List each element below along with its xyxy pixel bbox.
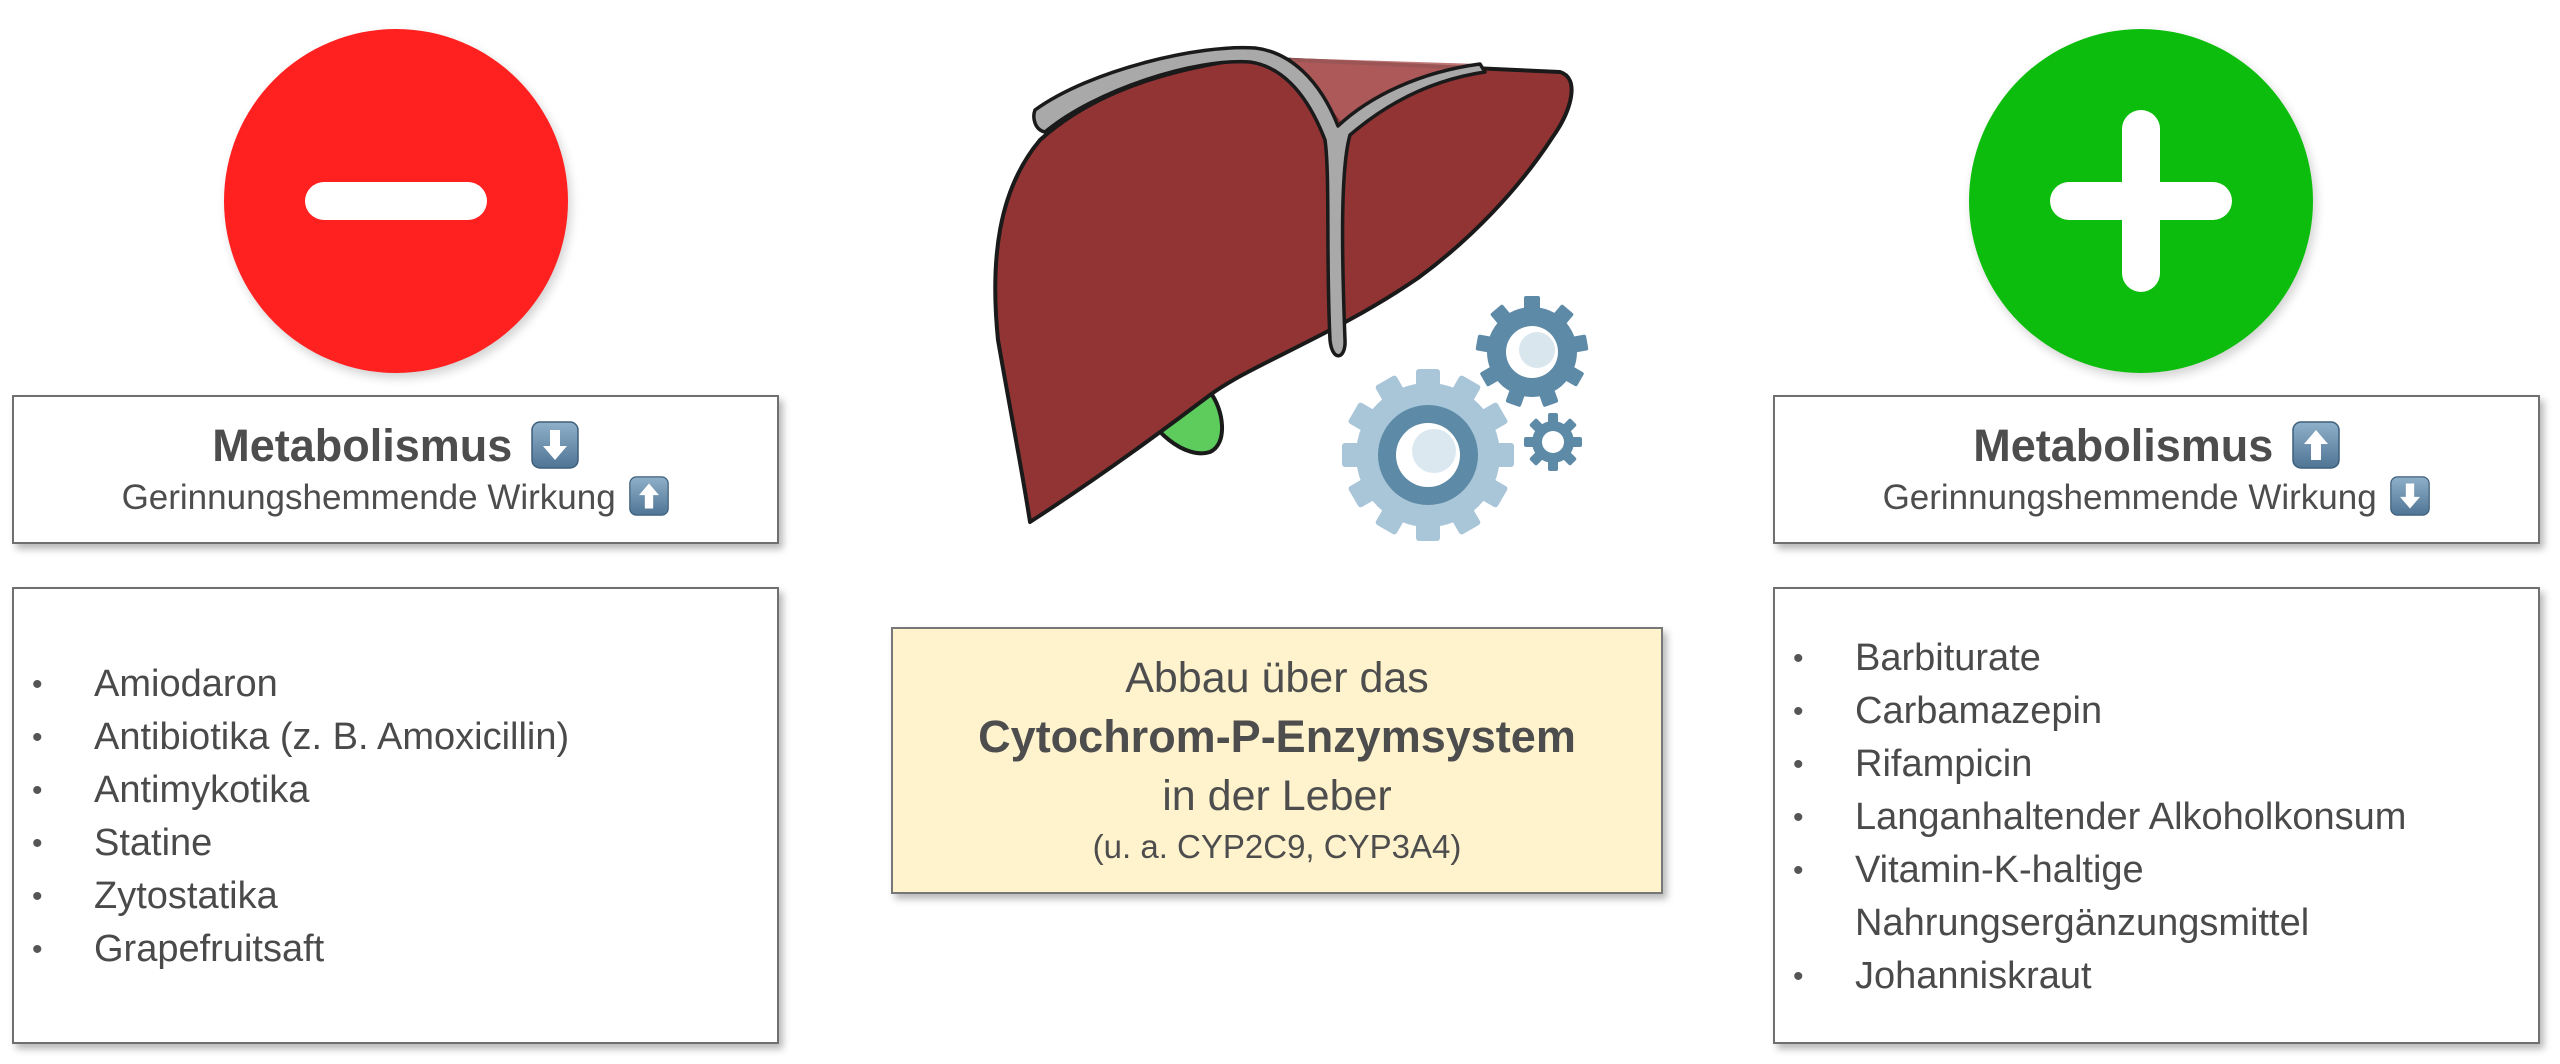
- list-item: Langanhaltender Alkoholkonsum: [1775, 791, 2406, 844]
- left-metabolism-subtitle-text: Gerinnungshemmende Wirkung: [121, 478, 616, 517]
- liver-illustration: [993, 45, 1574, 524]
- arrow-down-icon: [531, 421, 579, 469]
- list-item: Rifampicin: [1775, 738, 2406, 791]
- list-item: Carbamazepin: [1775, 685, 2406, 738]
- left-metabolism-title: Metabolismus: [14, 417, 777, 475]
- left-drug-list: Amiodaron Antibiotika (z. B. Amoxicillin…: [14, 658, 569, 976]
- gears-icon: [1342, 296, 1589, 541]
- right-metabolism-box: Metabolismus Gerinnungshemmende Wirkung: [1773, 395, 2540, 544]
- center-line-1: Abbau über das: [1125, 654, 1429, 702]
- right-metabolism-subtitle-text: Gerinnungshemmende Wirkung: [1882, 478, 2377, 517]
- list-item: Amiodaron: [14, 658, 569, 711]
- list-item: Grapefruitsaft: [14, 923, 569, 976]
- right-drug-list: Barbiturate Carbamazepin Rifampicin Lang…: [1775, 632, 2406, 1003]
- plus-sign-icon: [1969, 29, 2313, 373]
- right-metabolism-subtitle: Gerinnungshemmende Wirkung: [1775, 475, 2538, 521]
- left-metabolism-subtitle: Gerinnungshemmende Wirkung: [14, 475, 777, 521]
- center-line-4: (u. a. CYP2C9, CYP3A4): [1092, 828, 1462, 865]
- center-line-3: in der Leber: [1162, 772, 1392, 820]
- center-line-2: Cytochrom-P-Enzymsystem: [978, 711, 1576, 762]
- list-item: Johanniskraut: [1775, 950, 2406, 1003]
- list-item: Antimykotika: [14, 764, 569, 817]
- list-item: Zytostatika: [14, 870, 569, 923]
- left-metabolism-box: Metabolismus Gerinnungshemmende Wirkung: [12, 395, 779, 544]
- cytochrome-info-box: Abbau über das Cytochrom-P-Enzymsystem i…: [891, 627, 1663, 894]
- arrow-down-icon: [2390, 475, 2431, 516]
- left-drug-list-box: Amiodaron Antibiotika (z. B. Amoxicillin…: [12, 587, 779, 1044]
- list-item: Antibiotika (z. B. Amoxicillin): [14, 711, 569, 764]
- list-item: Vitamin-K-haltige: [1775, 844, 2406, 897]
- left-metabolism-title-text: Metabolismus: [212, 420, 513, 471]
- right-metabolism-title-text: Metabolismus: [1973, 420, 2274, 471]
- right-drug-list-box: Barbiturate Carbamazepin Rifampicin Lang…: [1773, 587, 2540, 1044]
- arrow-up-icon: [629, 475, 670, 516]
- liver-shape: [993, 56, 1574, 524]
- list-item: Barbiturate: [1775, 632, 2406, 685]
- minus-sign-icon: [224, 29, 568, 373]
- list-item-continuation: Nahrungsergänzungsmittel: [1855, 902, 2310, 944]
- arrow-up-icon: [2292, 421, 2340, 469]
- right-metabolism-title: Metabolismus: [1775, 417, 2538, 475]
- ligament-shape: [1032, 45, 1487, 358]
- list-item: Statine: [14, 817, 569, 870]
